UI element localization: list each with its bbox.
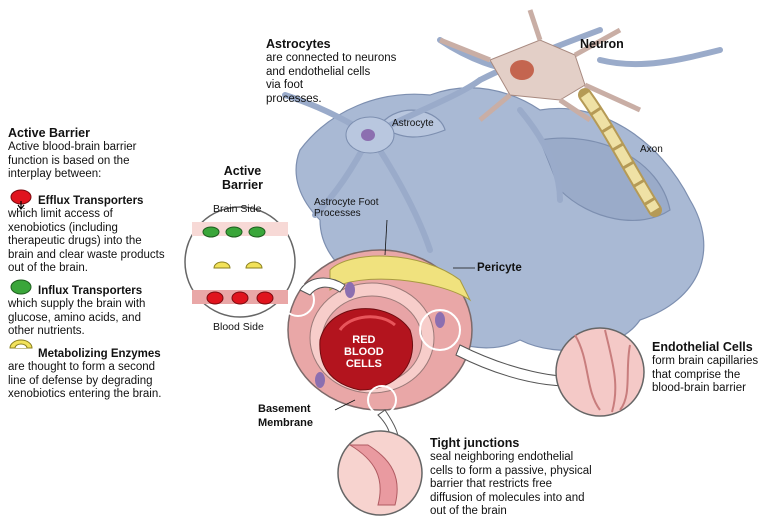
axon xyxy=(578,88,662,217)
red-blood-cells-label: RED BLOOD CELLS xyxy=(344,334,384,370)
active-barrier-text: Active blood-brain barrier function is b… xyxy=(8,141,137,180)
tight-junctions-text: seal neighboring endothelial cells to fo… xyxy=(430,451,592,517)
red-blood-cell xyxy=(319,308,414,391)
efflux-text: which limit access of xenobiotics (inclu… xyxy=(8,208,165,274)
metabolizing-heading: Metabolizing Enzymes xyxy=(38,348,161,360)
astrocyte-nucleus xyxy=(361,129,375,141)
efflux-transporter-icon xyxy=(10,189,32,210)
metabolizing-enzyme-icon xyxy=(9,339,33,349)
active-barrier-circle-label: Active Barrier xyxy=(222,164,263,192)
neuron-label: Neuron xyxy=(580,37,624,51)
astrocytes-text: are connected to neurons and endothelial… xyxy=(266,52,397,105)
tight-junctions-heading: Tight junctions xyxy=(430,436,520,450)
foot-leader xyxy=(384,219,388,256)
blood-side-label: Blood Side xyxy=(213,321,264,333)
endothelial-heading: Endothelial Cells xyxy=(652,340,753,354)
astrocytes-heading: Astrocytes xyxy=(266,37,331,51)
active-barrier-heading: Active Barrier xyxy=(8,126,90,140)
pericyte-label: Pericyte xyxy=(477,262,522,274)
endothelial-zoom xyxy=(555,327,645,417)
metabolizing-text: are thought to form a second line of def… xyxy=(8,361,162,400)
basement-membrane-label: Basement Membrane xyxy=(258,403,314,429)
endothelial-text: form brain capillaries that comprise the… xyxy=(652,355,759,394)
tight-junction-zoom xyxy=(337,430,423,516)
membrane-leader xyxy=(334,399,356,411)
astrocyte-label: Astrocyte xyxy=(392,118,434,129)
endothelial-source xyxy=(419,309,461,351)
astrocyte-foot-label: Astrocyte Foot Processes xyxy=(314,197,379,219)
brain-side-label: Brain Side xyxy=(213,203,262,215)
axon-label: Axon xyxy=(640,144,663,155)
influx-text: which supply the brain with glucose, ami… xyxy=(8,298,146,337)
capillary xyxy=(287,249,473,411)
neuron xyxy=(439,9,642,123)
influx-heading: Influx Transporters xyxy=(38,285,143,297)
influx-transporter-icon xyxy=(10,279,32,295)
zoom-transporters xyxy=(202,226,274,305)
efflux-heading: Efflux Transporters xyxy=(38,195,144,207)
